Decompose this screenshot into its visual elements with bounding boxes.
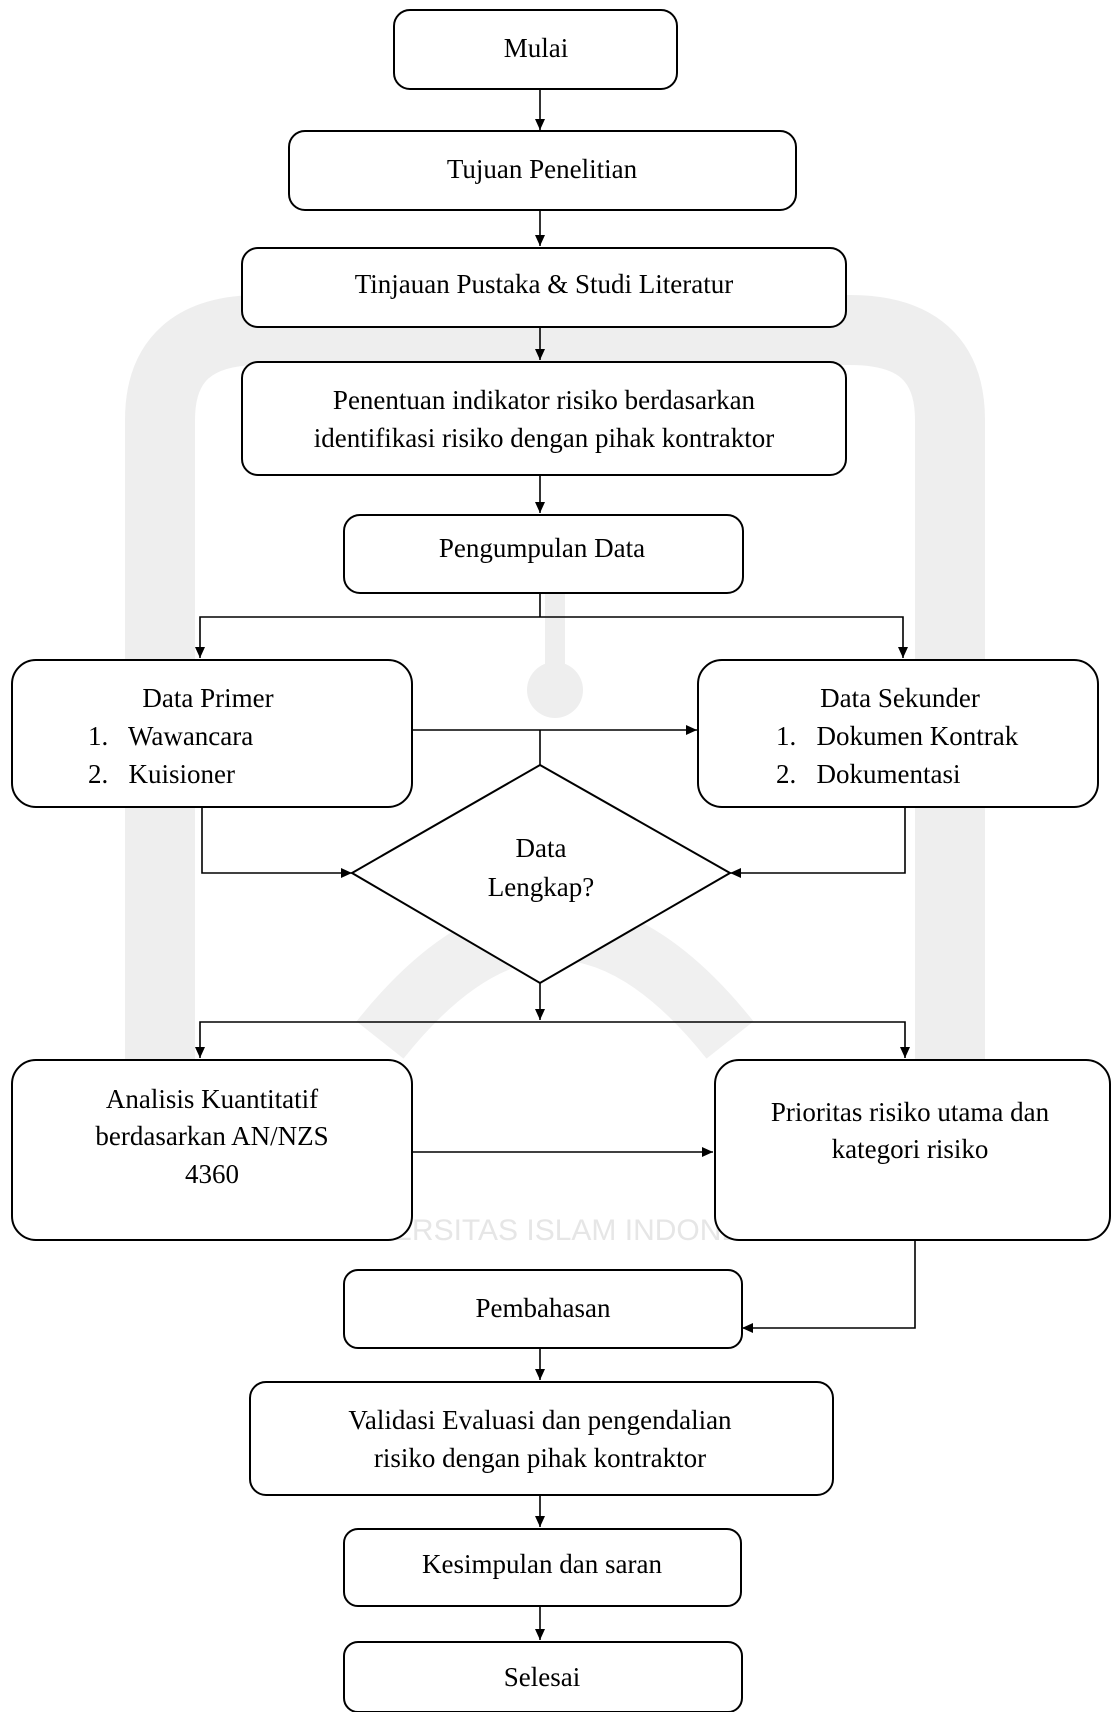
node-penentuan-indikator: Penentuan indikator risiko berdasarkan i… [241, 361, 847, 476]
connector-to-primer [195, 616, 540, 658]
node-prioritas-risiko: Prioritas risiko utama dan kategori risi… [714, 1059, 1111, 1241]
node-pengumpulan-data: Pengumpulan Data [343, 514, 744, 594]
node-primer-item-2: 2. Kuisioner [88, 759, 235, 789]
node-kesimpulan-label: Kesimpulan dan saran [422, 1549, 662, 1579]
node-decision-line-2: Lengkap? [488, 872, 594, 902]
node-prioritas-line-2: kategori risiko [832, 1134, 989, 1164]
connector-to-analisis [195, 1021, 540, 1058]
node-analisis-line-1: Analisis Kuantitatif [106, 1084, 318, 1114]
node-primer-item-1: 1. Wawancara [88, 721, 253, 751]
node-pembahasan: Pembahasan [343, 1269, 743, 1349]
node-analisis-line-2: berdasarkan AN/NZS [95, 1121, 328, 1151]
node-prioritas-line-1: Prioritas risiko utama dan [771, 1097, 1050, 1127]
connector-primer-decision [201, 806, 352, 878]
node-penentuan-line-1: Penentuan indikator risiko berdasarkan [333, 385, 756, 415]
connector-prioritas-pembahasan [742, 1240, 916, 1333]
node-validasi-evaluasi: Validasi Evaluasi dan pengendalian risik… [249, 1381, 834, 1496]
node-analisis-kuantitatif: Analisis Kuantitatif berdasarkan AN/NZS … [11, 1059, 413, 1241]
node-decision-data-lengkap: Data Lengkap? [350, 763, 733, 985]
node-selesai: Selesai [343, 1641, 743, 1712]
node-pembahasan-label: Pembahasan [476, 1293, 611, 1323]
node-tinjauan-label: Tinjauan Pustaka & Studi Literatur [355, 269, 733, 299]
connector-sekunder-decision [730, 806, 906, 878]
node-tujuan-penelitian: Tujuan Penelitian [288, 130, 797, 211]
node-kesimpulan-saran: Kesimpulan dan saran [343, 1528, 742, 1607]
node-sekunder-item-2: 2. Dokumentasi [776, 759, 960, 789]
node-validasi-line-1: Validasi Evaluasi dan pengendalian [348, 1405, 732, 1435]
node-data-sekunder: Data Sekunder 1. Dokumen Kontrak 2. Doku… [697, 659, 1099, 808]
connector-to-sekunder [540, 616, 908, 658]
node-mulai-label: Mulai [504, 33, 569, 63]
connectors [195, 85, 916, 1640]
node-penentuan-line-2: identifikasi risiko dengan pihak kontrak… [314, 423, 774, 453]
node-data-primer: Data Primer 1. Wawancara 2. Kuisioner [11, 659, 413, 808]
node-primer-title: Data Primer [142, 683, 273, 713]
node-sekunder-item-1: 1. Dokumen Kontrak [776, 721, 1019, 751]
node-analisis-line-3: 4360 [185, 1159, 239, 1189]
node-decision-line-1: Data [516, 833, 567, 863]
node-sekunder-title: Data Sekunder [820, 683, 980, 713]
node-pengumpulan-label: Pengumpulan Data [439, 533, 645, 563]
node-mulai: Mulai [393, 9, 678, 90]
connector-to-prioritas [540, 1021, 910, 1058]
node-validasi-line-2: risiko dengan pihak kontraktor [374, 1443, 706, 1473]
node-tujuan-label: Tujuan Penelitian [447, 154, 638, 184]
node-selesai-label: Selesai [504, 1662, 580, 1692]
node-tinjauan-pustaka: Tinjauan Pustaka & Studi Literatur [241, 247, 847, 328]
